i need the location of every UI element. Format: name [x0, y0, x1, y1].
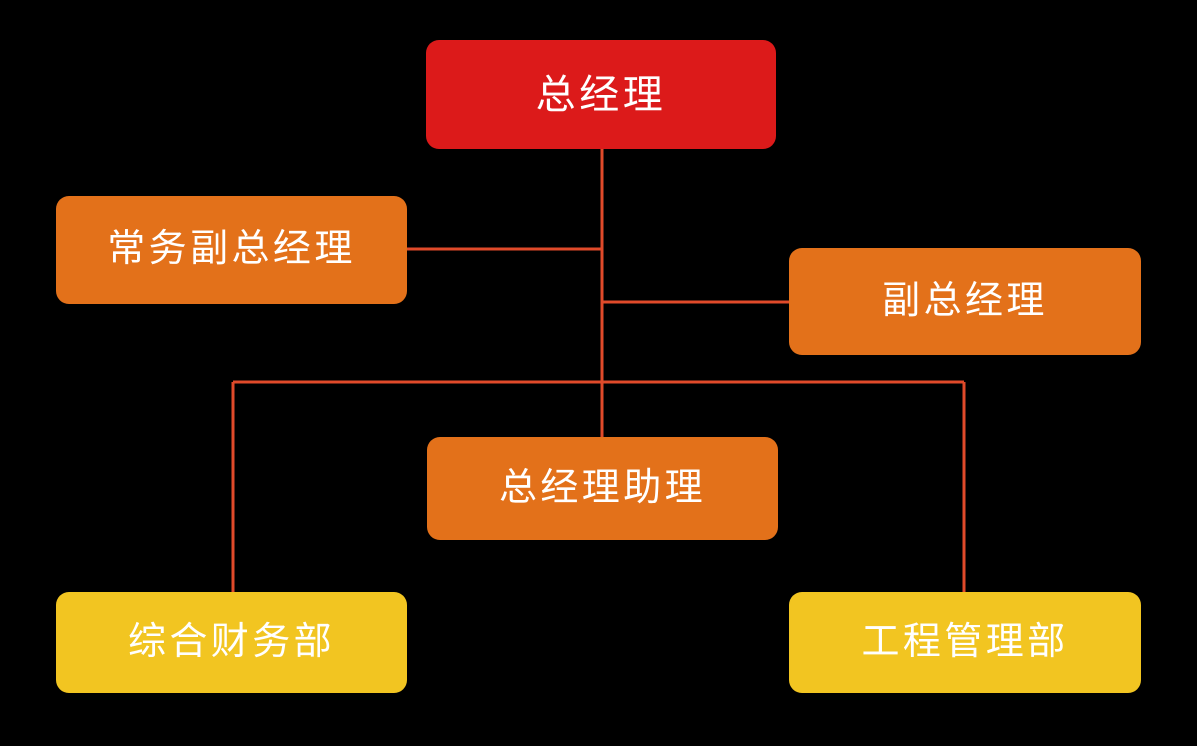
node-engineering-department[interactable]: 工程管理部: [789, 592, 1141, 693]
node-label-finance-department: 综合财务部: [127, 620, 336, 663]
node-label-engineering-department: 工程管理部: [861, 620, 1069, 663]
node-general-manager-assistant[interactable]: 总经理助理: [427, 437, 778, 540]
node-deputy-general-manager[interactable]: 副总经理: [789, 248, 1141, 355]
node-finance-department[interactable]: 综合财务部: [56, 592, 407, 693]
node-executive-deputy-general-manager[interactable]: 常务副总经理: [56, 196, 407, 304]
node-label-general-manager-assistant: 总经理助理: [498, 466, 707, 509]
node-label-general-manager: 总经理: [535, 72, 667, 117]
node-general-manager[interactable]: 总经理: [426, 40, 776, 149]
node-label-deputy-general-manager: 副总经理: [882, 279, 1048, 322]
node-label-executive-deputy-general-manager: 常务副总经理: [107, 228, 356, 271]
